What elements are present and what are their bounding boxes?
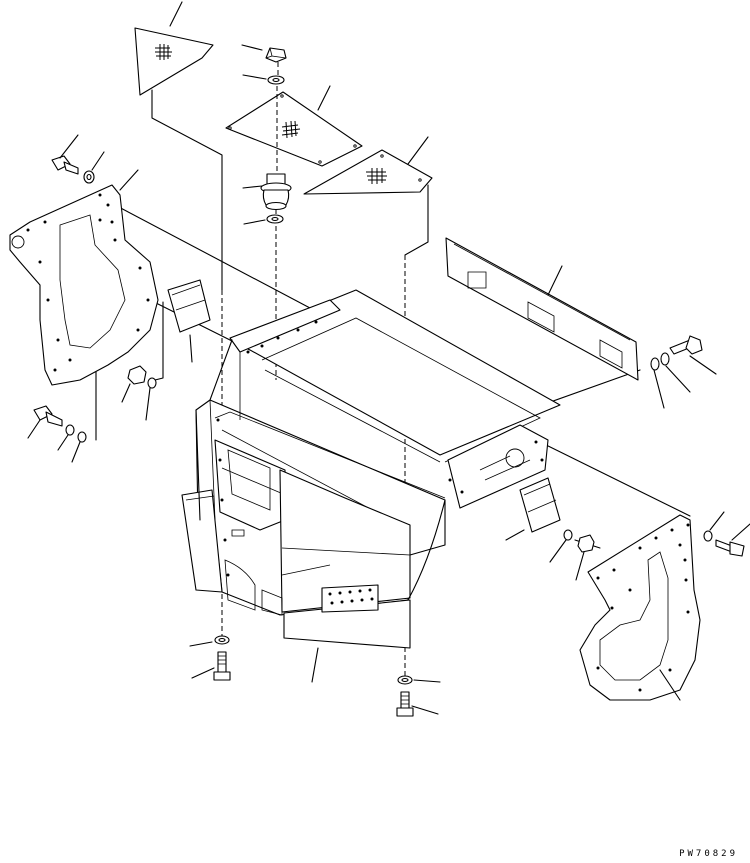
rubber-mount (243, 174, 291, 210)
washer-top (243, 75, 284, 84)
bolt-bottom-left (192, 652, 230, 680)
washer-bottom-right (398, 676, 440, 684)
cover-plate-top-left (135, 2, 213, 95)
washer-far-right (704, 512, 724, 541)
main-frame (182, 290, 560, 682)
washer-lower-left-2 (72, 432, 86, 462)
drawing-code: PW70829 (679, 849, 738, 859)
washer-right-mid (550, 530, 572, 562)
side-plate-left (10, 170, 158, 385)
washer-lower-left-1 (58, 425, 74, 450)
rail-right (446, 238, 638, 380)
bolt-bottom-right (397, 692, 438, 716)
bolt-far-right (716, 524, 750, 556)
bracket-right (506, 478, 560, 540)
nut-right (576, 535, 594, 580)
cover-plate-center (226, 86, 362, 166)
washer-upper-right-2 (661, 353, 690, 392)
washer-bottom-left (190, 636, 229, 646)
bolt-lower-left (28, 406, 62, 438)
nut-top (242, 45, 286, 62)
bolt-upper-left (52, 135, 78, 174)
bolt-upper-right (670, 336, 716, 374)
cover-plate-top-right (304, 137, 432, 194)
washer-left-mid (146, 378, 156, 420)
bracket-left (168, 280, 210, 362)
nut-left (122, 366, 146, 402)
washer-upper-right-1 (651, 358, 664, 408)
side-plate-right (580, 515, 700, 700)
washer-upper-left (84, 152, 104, 183)
washer-mount (244, 215, 283, 224)
grid-mark-icon (155, 44, 172, 60)
